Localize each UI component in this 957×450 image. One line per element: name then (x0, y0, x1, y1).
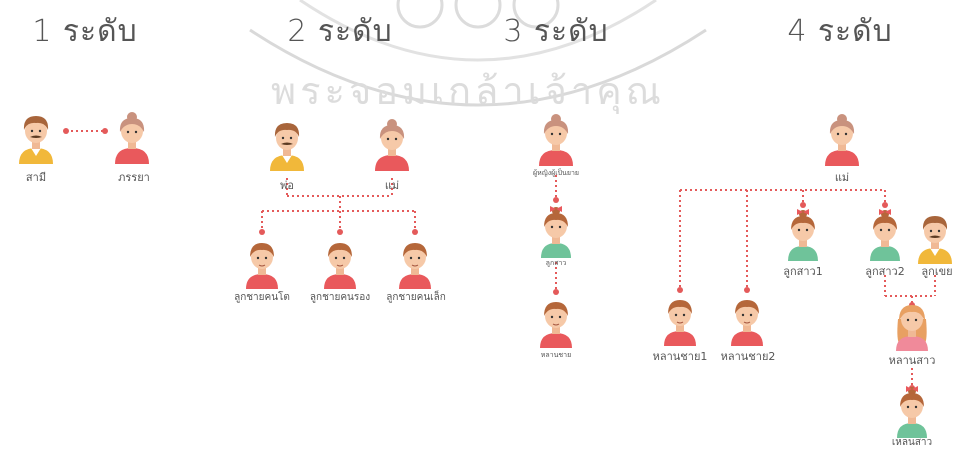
son-in-law-label: ลูกเขย (921, 265, 953, 278)
daughter-avatar (541, 206, 571, 258)
granddaughter-avatar (896, 305, 928, 351)
daughter1-label: ลูกสาว1 (783, 265, 823, 278)
great-granddaughter-avatar (897, 386, 927, 438)
level3-title: 3 ระดับ (503, 14, 609, 49)
grandson-avatar (539, 301, 573, 349)
grandson2-label: หลานชาย2 (720, 350, 776, 363)
level4-mother-label: แม่ (834, 171, 850, 184)
daughter2-avatar (870, 209, 900, 261)
level1-title: 1 ระดับ (32, 14, 138, 49)
wife-avatar (115, 112, 149, 164)
daughter-label: ลูกสาว (545, 259, 567, 267)
connector-lines (66, 130, 936, 388)
grandson1-label: หลานชาย1 (652, 350, 708, 363)
grandson2-avatar (730, 299, 764, 347)
father-avatar (270, 123, 304, 171)
husband-label: สามี (25, 171, 47, 184)
granddaughter-label: หลานสาว (888, 354, 936, 367)
mother-avatar (375, 119, 409, 171)
great-granddaughter-label: เหลนสาว (891, 437, 933, 448)
eldest-son-avatar (245, 242, 279, 290)
second-son-avatar (323, 242, 357, 290)
level2-title: 2 ระดับ (287, 14, 393, 49)
grandson-label: หลานชาย (540, 351, 572, 359)
wife-label: ภรรยา (118, 171, 150, 184)
connector-dots (63, 128, 915, 391)
grandson1-avatar (663, 299, 697, 347)
youngest-son-label: ลูกชายคนเล็ก (386, 292, 446, 303)
father-label: พ่อ (280, 179, 294, 192)
level4-title: 4 ระดับ (787, 14, 893, 49)
mother-label: แม่ (384, 179, 400, 192)
youngest-son-avatar (398, 242, 432, 290)
level4-mother-avatar (825, 114, 859, 166)
daughter2-label: ลูกสาว2 (865, 265, 905, 278)
grandmother-avatar (539, 114, 573, 166)
son-in-law-avatar (918, 216, 952, 264)
watermark-text: พระจอมเกล้าเจ้าคุณ (271, 69, 665, 113)
second-son-label: ลูกชายคนรอง (309, 292, 371, 303)
husband-avatar (19, 116, 53, 164)
daughter1-avatar (788, 209, 818, 261)
eldest-son-label: ลูกชายคนโต (234, 292, 290, 303)
grandmother-label: ผู้หญิงผู้เป็นยาย (533, 169, 579, 177)
